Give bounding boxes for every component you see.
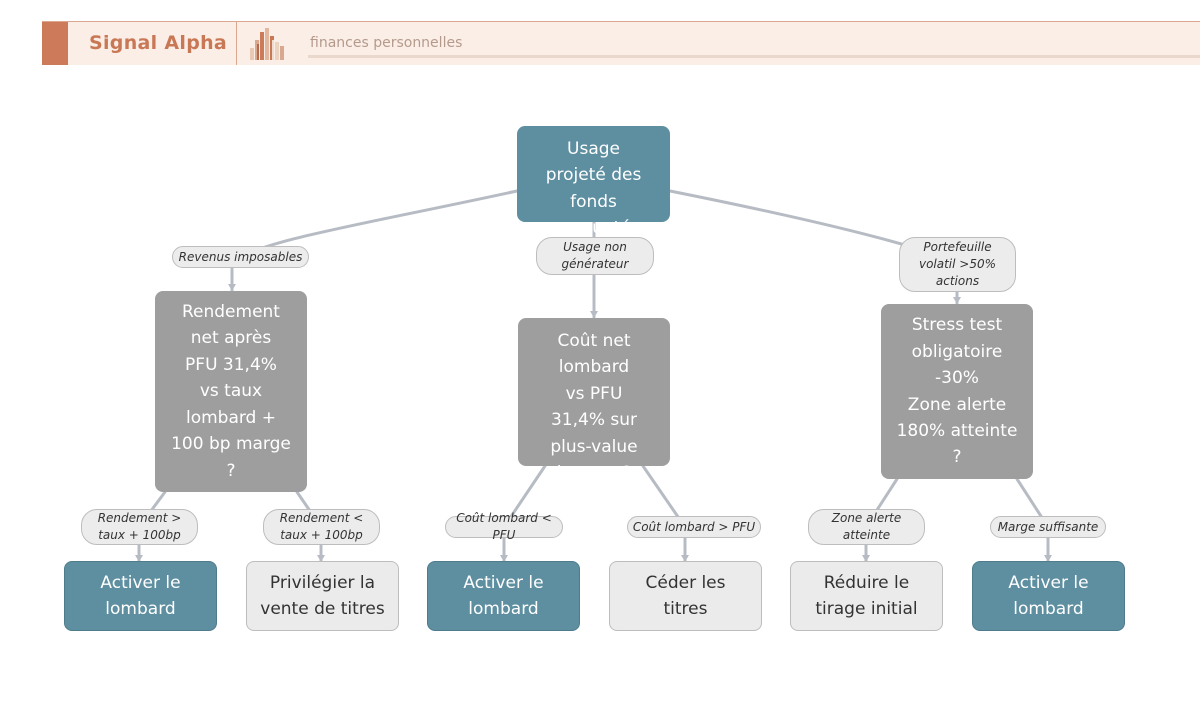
header-divider	[236, 22, 237, 65]
edge-label-usage-non: Usage non générateur	[536, 237, 654, 275]
leaf-activer-lombard-3[interactable]: Activer le lombard	[972, 561, 1125, 631]
edge-label-revenus: Revenus imposables	[172, 246, 309, 268]
question-cout-net-text: Coût net lombard vs PFU 31,4% sur plus-v…	[550, 331, 638, 484]
header-accent-bar	[42, 22, 68, 65]
leaf-ceder-titres-text: Céder les titres	[645, 572, 726, 619]
leaf-ceder-titres[interactable]: Céder les titres	[609, 561, 762, 631]
leaf-activer-lombard-2-text: Activer le lombard	[463, 572, 544, 619]
header-subtitle: finances personnelles	[310, 35, 463, 51]
edge-label-portefeuille: Portefeuille volatil >50% actions	[899, 237, 1016, 292]
edge-label-cout-inf: Coût lombard < PFU	[445, 511, 563, 542]
root-node-text: Usage projeté des fonds empruntés	[545, 139, 642, 239]
leaf-activer-lombard-1[interactable]: Activer le lombard	[64, 561, 217, 631]
leaf-activer-lombard-1-text: Activer le lombard	[100, 572, 181, 619]
arrow-right	[953, 297, 961, 304]
edge-label-rendement-sup: Rendement > taux + 100bp	[81, 509, 198, 545]
root-node[interactable]: Usage projeté des fonds empruntés	[517, 126, 670, 238]
edge-middle-no	[641, 464, 687, 563]
question-stress-test-text: Stress test obligatoire -30% Zone alerte…	[896, 315, 1018, 468]
edge-label-zone-alerte: Zone alerte atteinte	[808, 509, 925, 545]
leaf-privilegier-vente-text: Privilégier la vente de titres	[260, 572, 385, 619]
question-rendement[interactable]: Rendement net après PFU 31,4% vs taux lo…	[155, 291, 307, 492]
brand-title[interactable]: Signal Alpha	[89, 32, 228, 54]
bar-chart-logo-icon	[250, 28, 284, 60]
arrow-left	[228, 284, 236, 291]
edge-label-rendement-inf: Rendement < taux + 100bp	[263, 509, 380, 545]
header-rule	[308, 55, 1200, 58]
leaf-reduire-tirage-text: Réduire le tirage initial	[815, 572, 918, 619]
arrow-leaf-4	[681, 555, 689, 562]
arrow-leaf-1	[135, 555, 143, 562]
edge-label-cout-sup: Coût lombard > PFU	[627, 516, 761, 538]
app-header: Signal Alpha finances personnelles	[42, 21, 1200, 65]
question-stress-test[interactable]: Stress test obligatoire -30% Zone alerte…	[881, 304, 1033, 479]
question-cout-net[interactable]: Coût net lombard vs PFU 31,4% sur plus-v…	[518, 318, 670, 483]
arrow-leaf-3	[500, 555, 508, 562]
leaf-reduire-tirage[interactable]: Réduire le tirage initial	[790, 561, 943, 631]
leaf-activer-lombard-3-text: Activer le lombard	[1008, 572, 1089, 619]
arrow-leaf-2	[317, 555, 325, 562]
leaf-activer-lombard-2[interactable]: Activer le lombard	[427, 561, 580, 631]
arrow-leaf-6	[1044, 555, 1052, 562]
edge-root-left	[230, 189, 519, 292]
leaf-privilegier-vente[interactable]: Privilégier la vente de titres	[246, 561, 399, 631]
edge-label-marge: Marge suffisante	[990, 516, 1106, 538]
arrow-leaf-5	[862, 555, 870, 562]
question-rendement-text: Rendement net après PFU 31,4% vs taux lo…	[171, 302, 291, 481]
arrow-middle	[590, 311, 598, 318]
